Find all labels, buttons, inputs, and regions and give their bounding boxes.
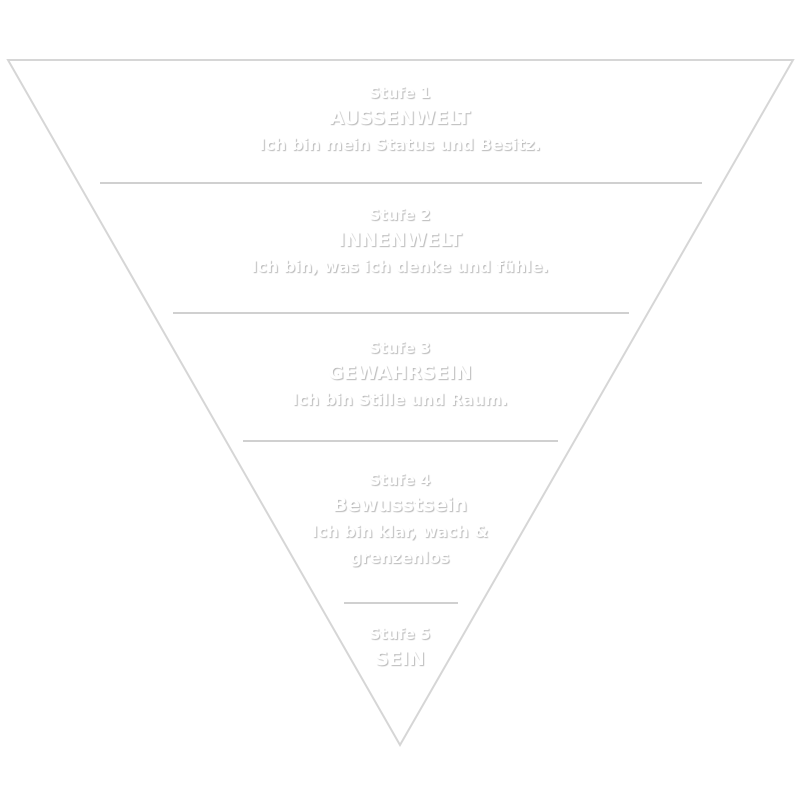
level-3-name: GEWAHRSEIN	[328, 362, 472, 384]
level-4: Stufe 4 Bewusstsein Ich bin klar, wach &…	[0, 471, 800, 571]
level-3: Stufe 3 GEWAHRSEIN Ich bin Stille und Ra…	[0, 339, 800, 413]
level-1: Stufe 1 AUSSENWELT Ich bin mein Status u…	[0, 84, 800, 158]
level-5: Stufe 5 SEIN	[0, 625, 800, 672]
level-1-stufe: Stufe 1	[369, 84, 431, 102]
level-1-name: AUSSENWELT	[329, 107, 471, 129]
level-2-description: Ich bin, was ich denke und fühle.	[251, 257, 549, 276]
inverted-triangle-outline	[6, 59, 795, 748]
level-2-name: INNENWELT	[338, 229, 462, 251]
level-4-stufe: Stufe 4	[369, 471, 431, 489]
level-3-description: Ich bin Stille und Raum.	[292, 390, 508, 409]
level-4-description-line-2: grenzenlos	[350, 548, 450, 567]
level-1-description: Ich bin mein Status und Besitz.	[259, 135, 541, 154]
level-2-stufe: Stufe 2	[369, 206, 431, 224]
level-3-stufe: Stufe 3	[369, 339, 431, 357]
level-5-stufe: Stufe 5	[369, 625, 431, 643]
level-5-name: SEIN	[375, 648, 425, 670]
level-4-name: Bewusstsein	[332, 494, 468, 516]
level-4-description-line-1: Ich bin klar, wach &	[311, 522, 489, 541]
level-2: Stufe 2 INNENWELT Ich bin, was ich denke…	[0, 206, 800, 280]
